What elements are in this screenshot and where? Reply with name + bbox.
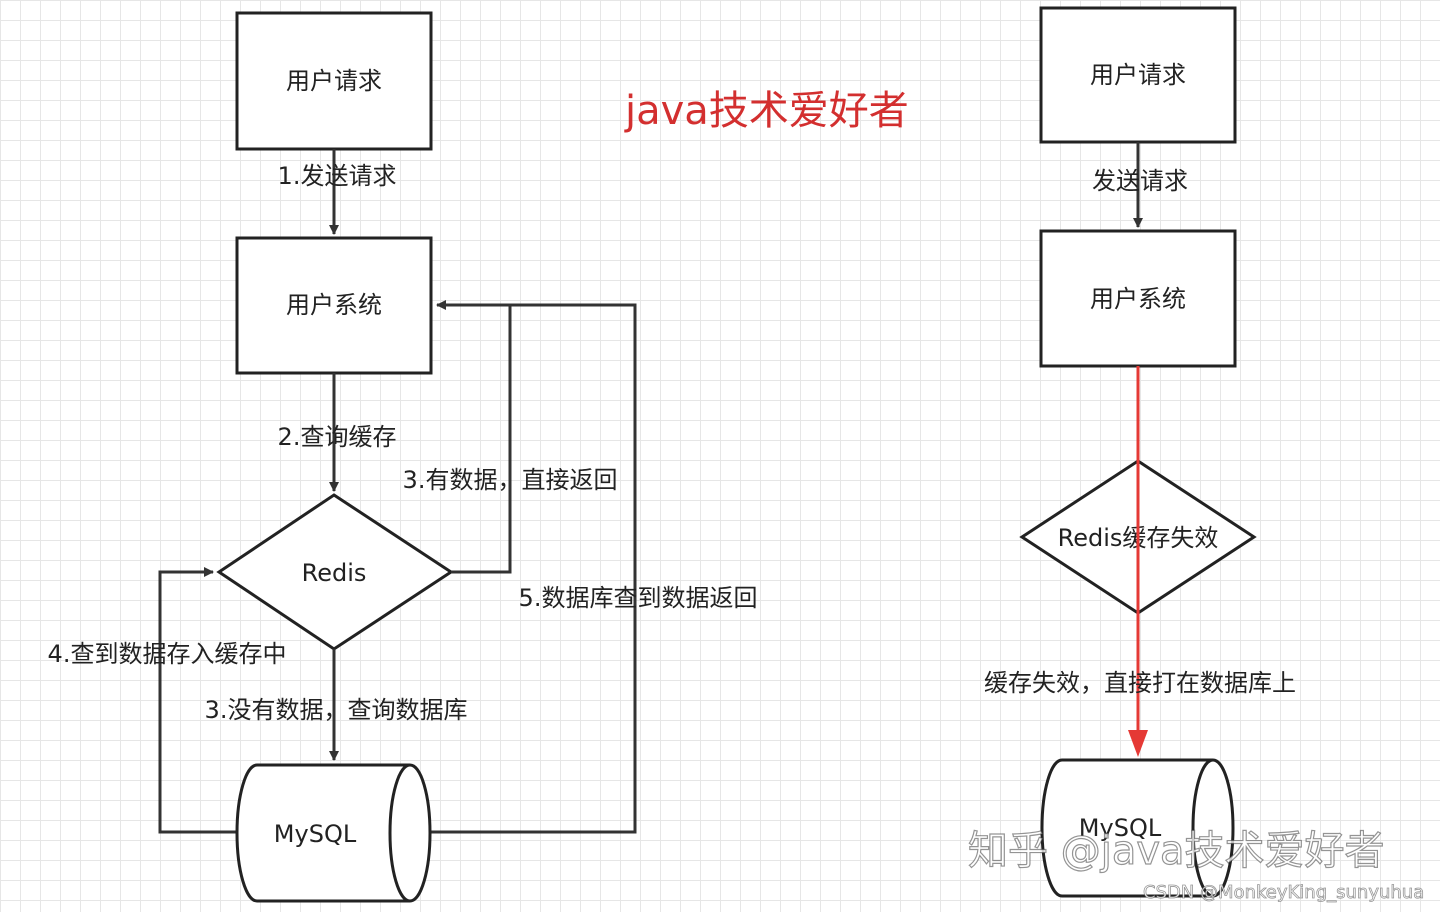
right-send-request-label: 发送请求 xyxy=(1092,167,1188,195)
left-edge-redis-hit-return xyxy=(436,300,512,574)
left-redis-node[interactable]: Redis xyxy=(216,493,454,651)
left-mysql-label: MySQL xyxy=(274,820,357,848)
left-mysql-node[interactable]: MySQL xyxy=(235,763,432,903)
left-step2-label: 2.查询缓存 xyxy=(278,423,397,451)
right-diagram: 用户请求 发送请求 用户系统 Redis缓存失效 缓存失效，直接打在数据库上 M… xyxy=(984,6,1296,898)
watermark-csdn: CSDN @MonkeyKing_sunyuhua xyxy=(1143,882,1424,903)
left-step5-label: 5.数据库查到数据返回 xyxy=(519,584,758,612)
left-user-system-node[interactable]: 用户系统 xyxy=(235,236,433,375)
right-mysql-label: MySQL xyxy=(1079,814,1162,842)
left-user-system-label: 用户系统 xyxy=(286,291,382,319)
right-user-system-label: 用户系统 xyxy=(1090,285,1186,313)
left-step3-hit-label: 3.有数据，直接返回 xyxy=(403,466,618,494)
left-step4-label: 4.查到数据存入缓存中 xyxy=(48,640,287,668)
right-mysql-node[interactable]: MySQL xyxy=(1040,758,1235,898)
left-step3-miss-label: 3.没有数据，查询数据库 xyxy=(205,696,468,724)
left-edge-store-to-cache xyxy=(158,567,238,834)
left-user-request-node[interactable]: 用户请求 xyxy=(235,11,433,151)
left-user-request-label: 用户请求 xyxy=(286,67,382,95)
right-user-request-label: 用户请求 xyxy=(1090,61,1186,89)
left-redis-label: Redis xyxy=(302,559,367,587)
left-edge-mysql-return xyxy=(430,303,637,834)
left-diagram: 用户请求 1.发送请求 用户系统 2.查询缓存 Redis 3.有数据，直接返回… xyxy=(48,11,758,903)
left-step1-label: 1.发送请求 xyxy=(278,162,397,190)
right-user-system-node[interactable]: 用户系统 xyxy=(1039,229,1237,368)
right-user-request-node[interactable]: 用户请求 xyxy=(1039,6,1237,144)
watermark-zhihu: 知乎 @java技术爱好者 xyxy=(968,828,1385,874)
right-cache-invalid-note: 缓存失效，直接打在数据库上 xyxy=(984,669,1296,697)
right-edge-cache-bypass-arrowhead xyxy=(1128,730,1148,757)
diagram-title: java技术爱好者 xyxy=(624,88,909,134)
